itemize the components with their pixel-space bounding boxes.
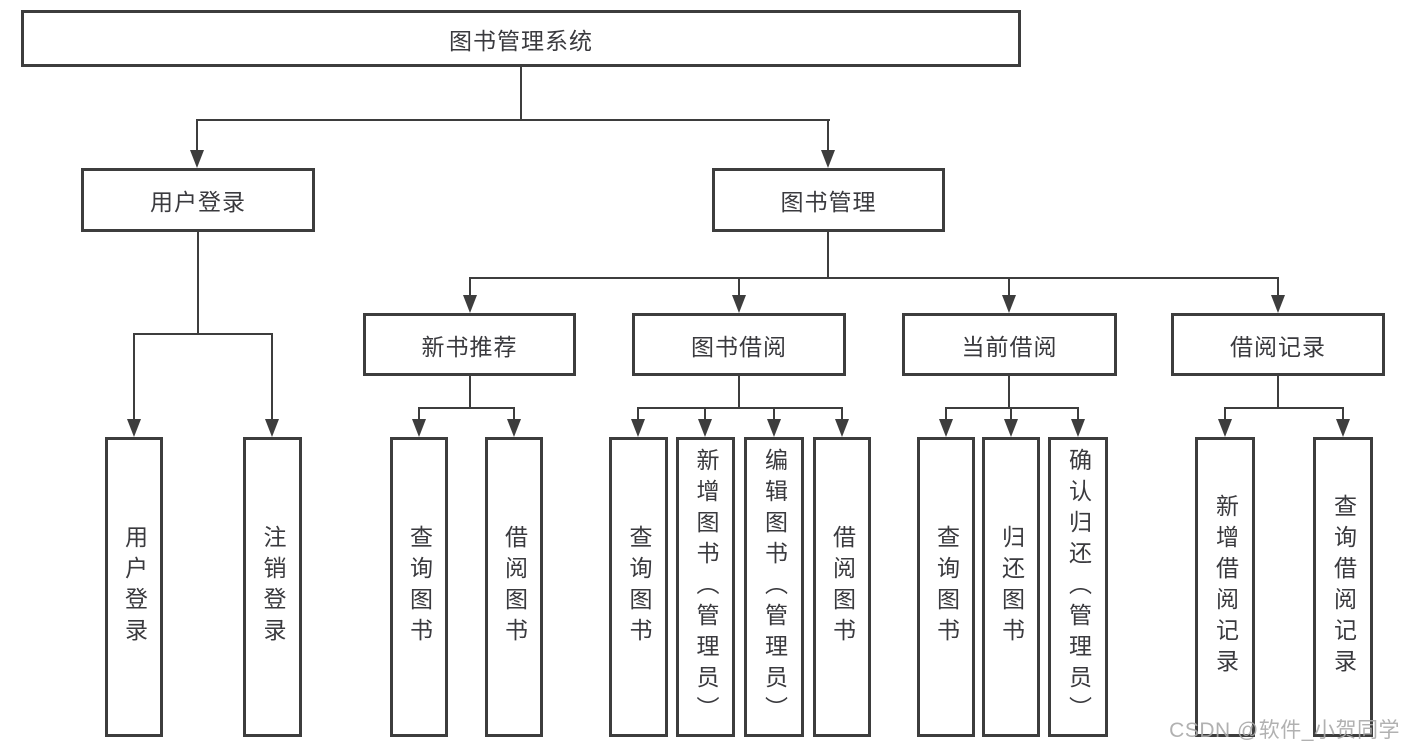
node-book-borrowing-label: 图书借阅: [691, 333, 787, 360]
connector-newbook-bar: [418, 407, 515, 409]
node-logout: 注销登录: [243, 437, 302, 737]
node-bb-edit-books-admin-label: 编辑图书（管理员）: [761, 447, 788, 727]
node-br-query-record-label: 查询借阅记录: [1330, 494, 1357, 680]
arrowhead-into-book-management: [821, 150, 835, 168]
node-nb-borrow-books-label: 借阅图书: [501, 525, 528, 649]
node-nb-query-books-label: 查询图书: [406, 525, 433, 649]
node-nb-query-books: 查询图书: [390, 437, 448, 737]
node-bb-query-books-label: 查询图书: [626, 525, 652, 649]
node-borrowing-records: 借阅记录: [1171, 313, 1385, 376]
node-bb-borrow-books: 借阅图书: [813, 437, 871, 737]
connector-current-drop-3: [1077, 407, 1079, 421]
node-user-login-leaf-label: 用户登录: [121, 525, 148, 649]
node-nb-borrow-books: 借阅图书: [485, 437, 543, 737]
arrowhead-into-bb-query: [631, 419, 645, 437]
connector-newbook-stem: [469, 376, 471, 409]
node-current-borrowing: 当前借阅: [902, 313, 1117, 376]
connector-login-stem: [197, 232, 199, 335]
arrowhead-into-current-borrow: [1002, 295, 1016, 313]
node-logout-label: 注销登录: [260, 525, 286, 649]
connector-records-bar: [1224, 407, 1344, 409]
arrowhead-into-br-add: [1218, 419, 1232, 437]
node-new-book-recommendation: 新书推荐: [363, 313, 576, 376]
node-library-management-system: 图书管理系统: [21, 10, 1021, 67]
arrowhead-into-nb-borrow: [507, 419, 521, 437]
node-current-borrowing-label: 当前借阅: [961, 333, 1058, 360]
connector-login-bar: [133, 333, 273, 335]
node-new-book-recommendation-label: 新书推荐: [421, 333, 518, 360]
node-cb-confirm-return-admin: 确认归还（管理员）: [1048, 437, 1108, 737]
arrowhead-into-new-book-rec: [463, 295, 477, 313]
node-cb-return-books-label: 归还图书: [998, 525, 1025, 649]
arrowhead-into-user-login-leaf: [127, 419, 141, 437]
node-book-borrowing: 图书借阅: [632, 313, 846, 376]
node-book-management: 图书管理: [712, 168, 945, 232]
connector-current-bar: [945, 407, 1079, 409]
connector-borrow-stem: [738, 376, 740, 409]
node-bb-borrow-books-label: 借阅图书: [829, 525, 856, 649]
connector-newbook-drop-2: [513, 407, 515, 421]
arrowhead-into-bb-borrow: [835, 419, 849, 437]
node-user-login-leaf: 用户登录: [105, 437, 163, 737]
node-cb-confirm-return-admin-label: 确认归还（管理员）: [1065, 447, 1092, 727]
connector-newbook-drop-1: [418, 407, 420, 421]
connector-mgmt-bar: [469, 277, 1279, 279]
arrowhead-into-logout: [265, 419, 279, 437]
arrowhead-into-cb-query: [939, 419, 953, 437]
node-bb-query-books: 查询图书: [609, 437, 668, 737]
connector-root-stem: [520, 67, 522, 120]
node-br-add-record-label: 新增借阅记录: [1212, 494, 1239, 680]
arrowhead-into-user-login: [190, 150, 204, 168]
arrowhead-into-bb-edit: [767, 419, 781, 437]
arrowhead-into-nb-query: [412, 419, 426, 437]
connector-login-drop-2: [271, 333, 273, 419]
connector-current-drop-2: [1010, 407, 1012, 421]
arrowhead-into-cb-return: [1004, 419, 1018, 437]
connector-borrow-bar: [637, 407, 843, 409]
node-cb-query-books: 查询图书: [917, 437, 975, 737]
node-user-login-branch-label: 用户登录: [150, 189, 246, 215]
arrowhead-into-br-query: [1336, 419, 1350, 437]
connector-records-stem: [1277, 376, 1279, 409]
node-cb-query-books-label: 查询图书: [933, 525, 960, 649]
connector-records-drop-2: [1342, 407, 1344, 421]
node-user-login-branch: 用户登录: [81, 168, 315, 232]
connector-mgmt-stem: [827, 232, 829, 279]
connector-mgmt-drop-4: [1277, 277, 1279, 297]
node-bb-add-books-admin-label: 新增图书（管理员）: [693, 447, 719, 727]
connector-borrow-drop-3: [773, 407, 775, 421]
connector-borrow-drop-4: [841, 407, 843, 421]
connector-records-drop-1: [1224, 407, 1226, 421]
node-cb-return-books: 归还图书: [982, 437, 1040, 737]
connector-root-drop-left: [196, 119, 198, 152]
arrowhead-into-book-borrow: [732, 295, 746, 313]
node-borrowing-records-label: 借阅记录: [1230, 333, 1326, 360]
connector-mgmt-drop-1: [469, 277, 471, 297]
node-book-management-label: 图书管理: [780, 189, 877, 215]
connector-borrow-drop-1: [637, 407, 639, 421]
arrowhead-into-borrow-records: [1271, 295, 1285, 313]
connector-root-drop-right: [827, 119, 829, 152]
node-library-management-system-label: 图书管理系统: [449, 27, 593, 54]
connector-borrow-drop-2: [704, 407, 706, 421]
connector-mgmt-drop-2: [738, 277, 740, 297]
node-bb-edit-books-admin: 编辑图书（管理员）: [744, 437, 804, 737]
node-br-query-record: 查询借阅记录: [1313, 437, 1373, 737]
connector-root-bar: [196, 119, 830, 121]
connector-mgmt-drop-3: [1008, 277, 1010, 297]
node-bb-add-books-admin: 新增图书（管理员）: [676, 437, 735, 737]
arrowhead-into-bb-add: [698, 419, 712, 437]
csdn-watermark: CSDN @软件_小贺同学: [1169, 719, 1400, 742]
arrowhead-into-cb-confirm: [1071, 419, 1085, 437]
connector-current-drop-1: [945, 407, 947, 421]
connector-login-drop-1: [133, 333, 135, 419]
connector-current-stem: [1008, 376, 1010, 409]
node-br-add-record: 新增借阅记录: [1195, 437, 1255, 737]
